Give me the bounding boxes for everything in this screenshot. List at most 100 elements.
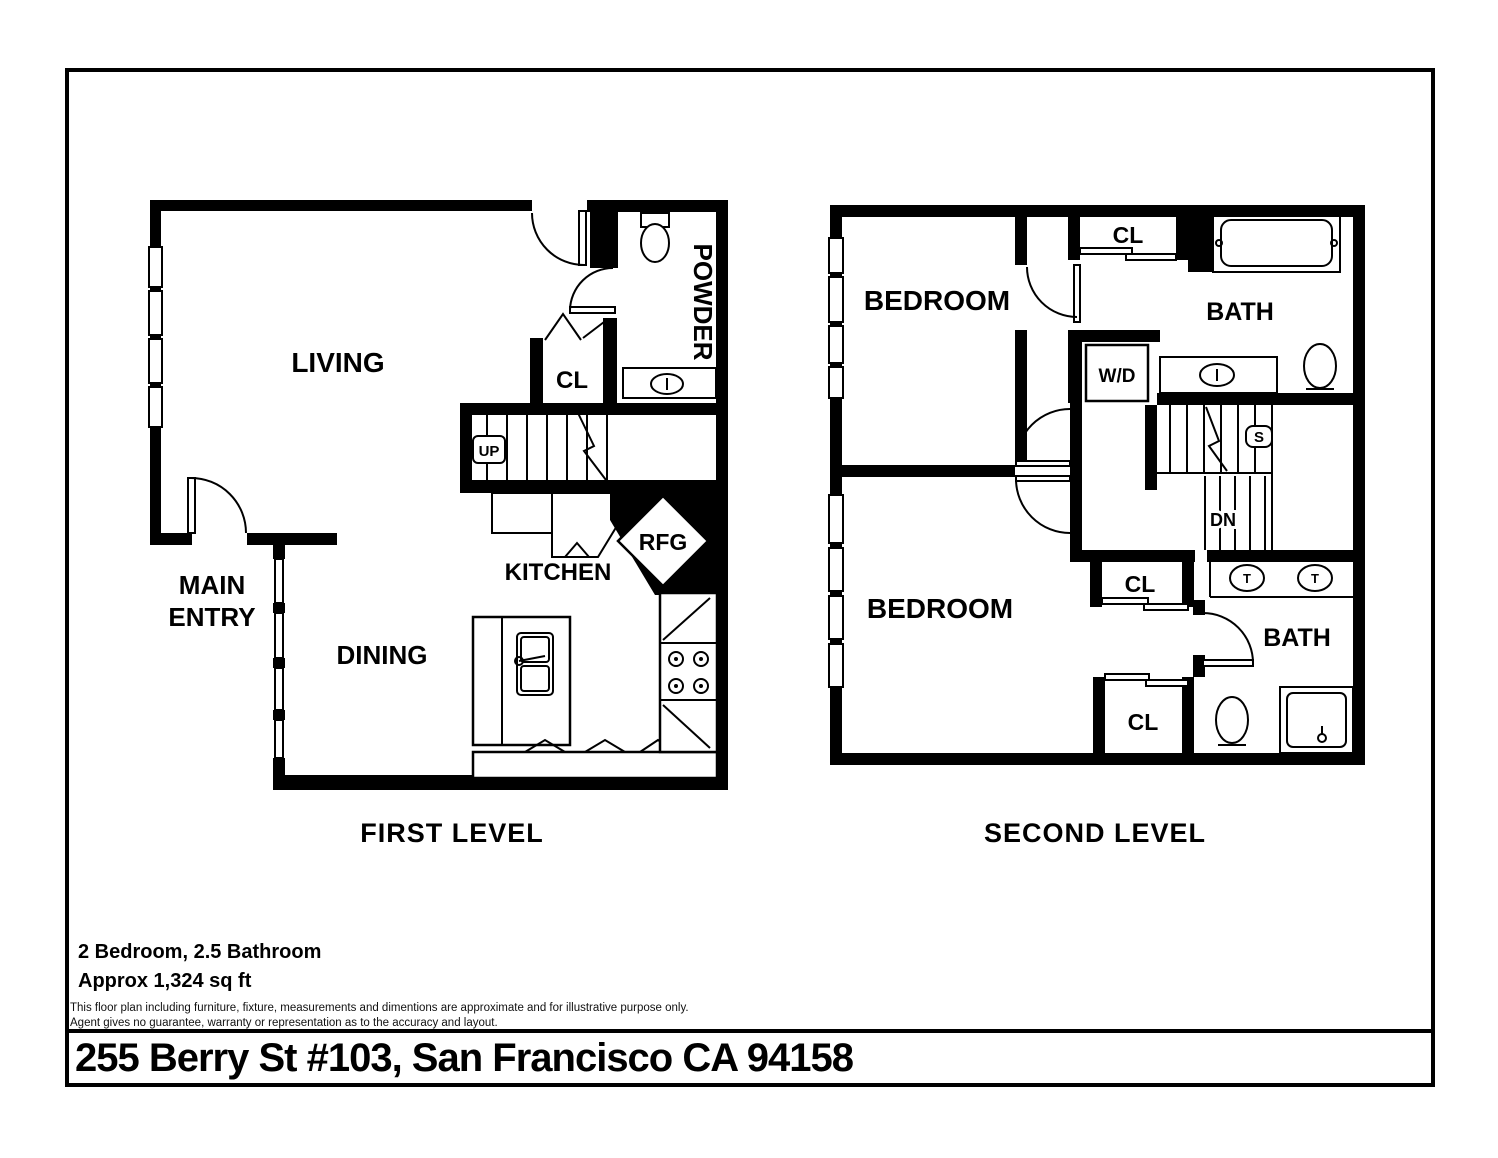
door-arc-icon — [1026, 266, 1078, 318]
address-text: 255 Berry St #103, San Francisco CA 9415… — [75, 1036, 854, 1080]
window-icon — [828, 643, 844, 688]
main-entry-label-line1: MAIN — [179, 570, 245, 600]
kitchen-counter — [658, 591, 719, 754]
window-icon — [148, 246, 163, 288]
second-level-title: SECOND LEVEL — [984, 818, 1206, 848]
cabinet-mark-icon — [584, 738, 626, 753]
sink-icon — [1297, 564, 1333, 592]
window-icon — [274, 719, 284, 759]
upper-bath-fixtures — [1084, 213, 1341, 403]
door-leaf-icon — [1073, 264, 1081, 323]
second-level-windows — [828, 237, 844, 688]
stairs-symbol-label: S — [1254, 429, 1264, 446]
first-level-doors — [187, 210, 616, 534]
drain-icon — [1317, 733, 1327, 743]
outer-frame: 255 Berry St #103, San Francisco CA 9415… — [65, 68, 1435, 1087]
sink-right-label: T — [1311, 571, 1319, 586]
kitchen-counter — [471, 750, 719, 780]
door-arc-icon — [1015, 408, 1071, 464]
bath-bottom-label: BATH — [1263, 624, 1331, 652]
window-icon — [148, 290, 163, 336]
window-icon — [274, 558, 284, 604]
window-icon — [828, 276, 844, 323]
vanity-counter — [1159, 356, 1278, 394]
window-icon — [148, 386, 163, 428]
lower-bath-fixtures — [1209, 562, 1354, 754]
stair-break-line — [577, 412, 607, 481]
door-leaf-icon — [569, 306, 616, 314]
stove-icon — [659, 642, 718, 701]
stairs-symbol-badge — [1245, 425, 1273, 448]
burner-icon — [693, 651, 709, 667]
window-icon — [274, 667, 284, 711]
summary-block: 2 Bedroom, 2.5 Bathroom Approx 1,324 sq … — [78, 938, 321, 996]
powder-room-label: POWDER — [688, 244, 718, 361]
door-leaf-icon — [1202, 659, 1254, 667]
closet-top-label: CL — [1113, 222, 1144, 248]
window-icon — [828, 366, 844, 399]
summary-sqft: Approx 1,324 sq ft — [78, 970, 252, 992]
cabinet-mark-icon — [524, 738, 566, 753]
sliding-door-icon — [1101, 597, 1149, 605]
disclaimer-line1: This floor plan including furniture, fix… — [70, 1002, 689, 1014]
first-level-stairs: UP — [472, 412, 608, 481]
closet-door-icon — [582, 321, 605, 339]
second-level-plan: S DN BEDROOM — [828, 205, 1365, 848]
door-leaf-icon — [1015, 475, 1071, 482]
window-icon — [828, 494, 844, 544]
refrigerator-area: RFG — [610, 493, 716, 595]
toilet-icon — [1215, 696, 1249, 744]
window-icon — [828, 595, 844, 640]
first-level-title: FIRST LEVEL — [360, 818, 544, 848]
first-level-windows — [148, 246, 284, 759]
burner-icon — [668, 651, 684, 667]
sliding-door-icon — [1125, 253, 1177, 261]
bathtub-icon — [1212, 213, 1341, 273]
kitchen-counter — [551, 492, 639, 558]
first-level-walls — [150, 200, 728, 790]
toilet-icon — [1303, 343, 1337, 389]
second-level-stairs: S DN — [1157, 405, 1273, 550]
dining-room-label: DINING — [337, 640, 428, 670]
shower-icon — [1286, 692, 1347, 748]
kitchen-label: KITCHEN — [505, 559, 612, 586]
sliding-door-icon — [1104, 673, 1150, 681]
door-arc-icon — [1015, 478, 1071, 534]
main-entry-label-line2: ENTRY — [168, 602, 255, 632]
refrigerator-icon — [616, 494, 710, 588]
powder-room-fixtures — [622, 212, 717, 399]
door-leaf-icon — [1015, 460, 1071, 467]
window-icon — [828, 547, 844, 592]
disclaimer-block: This floor plan including furniture, fix… — [70, 1001, 689, 1031]
second-level-doors — [1015, 247, 1254, 687]
stairs-down-label: DN — [1210, 510, 1236, 530]
washer-dryer-label: W/D — [1099, 366, 1136, 387]
door-arc-icon — [531, 212, 585, 266]
burner-icon — [693, 678, 709, 694]
shower-icon — [1279, 686, 1354, 754]
closet-label: CL — [556, 367, 588, 394]
cabinet-mark-icon — [662, 704, 711, 749]
bedroom-top-label: BEDROOM — [864, 285, 1010, 316]
door-leaf-icon — [187, 477, 196, 534]
window-icon — [828, 325, 844, 364]
closet-middle-label: CL — [1125, 571, 1156, 597]
window-icon — [828, 237, 844, 274]
bathtub-icon — [1220, 219, 1333, 267]
refrigerator-label: RFG — [639, 529, 688, 555]
floor-plan-canvas: UP RFG — [148, 200, 1365, 848]
second-level-labels: BEDROOM BEDROOM BATH BATH CL CL CL W/D T… — [864, 222, 1331, 848]
closet-bottom-label: CL — [1128, 709, 1159, 735]
cabinet-mark-icon — [662, 597, 711, 641]
window-icon — [148, 338, 163, 384]
sink-icon — [1229, 564, 1265, 592]
faucet-icon — [1330, 239, 1338, 247]
sliding-door-icon — [1079, 247, 1133, 255]
summary-bed-bath: 2 Bedroom, 2.5 Bathroom — [78, 941, 322, 963]
washer-dryer-icon — [1084, 343, 1150, 403]
bath-top-label: BATH — [1206, 298, 1274, 326]
sink-left-label: T — [1243, 571, 1251, 586]
closet-door-icon — [544, 312, 582, 341]
address-bar: 255 Berry St #103, San Francisco CA 9415… — [69, 1029, 1431, 1083]
